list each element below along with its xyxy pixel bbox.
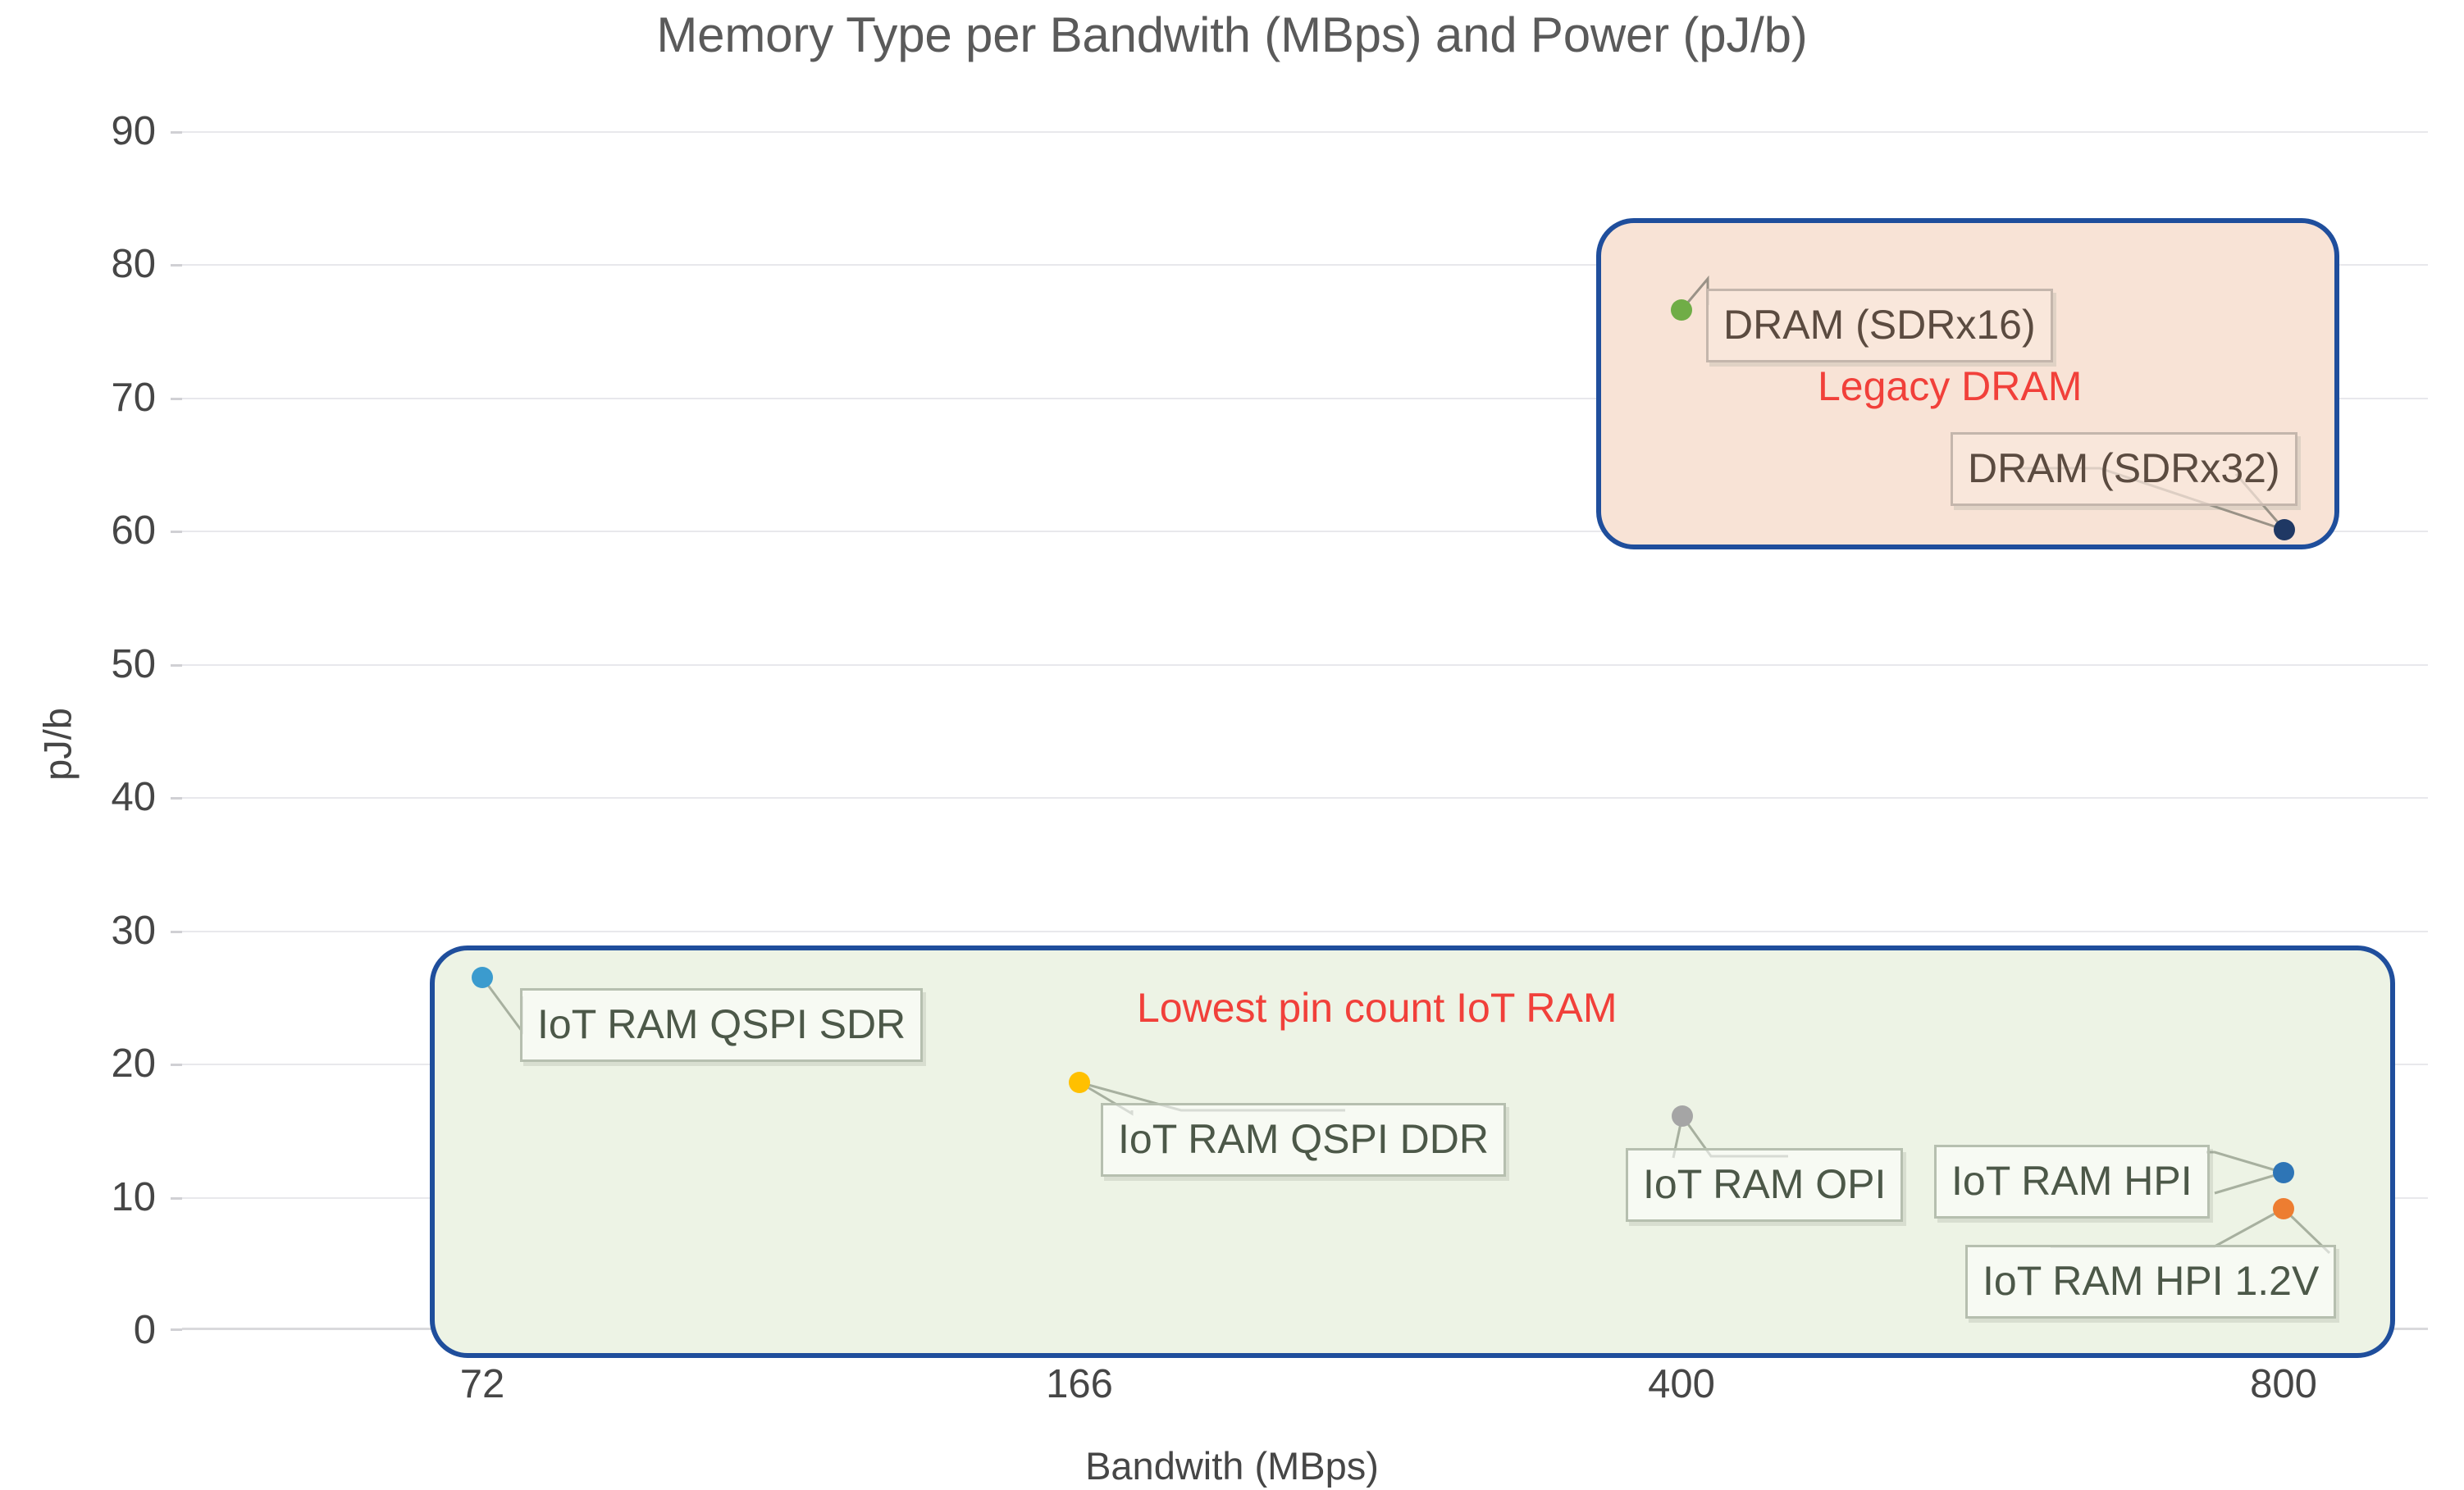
y-tick-mark-30: [171, 931, 182, 933]
x-tick-166: 166: [1046, 1362, 1113, 1406]
gridline-50: [182, 664, 2428, 666]
label-dram-sdrx16[interactable]: DRAM (SDRx16): [1706, 289, 2053, 362]
y-tick-10: 10: [111, 1175, 156, 1219]
gridline-60: [182, 531, 2428, 532]
y-tick-80: 80: [111, 242, 156, 286]
data-point-iot-ram-opi[interactable]: [1672, 1105, 1693, 1127]
y-tick-mark-80: [171, 264, 182, 267]
gridline-70: [182, 398, 2428, 399]
y-tick-0: 0: [133, 1308, 156, 1352]
gridline-40: [182, 797, 2428, 799]
y-tick-30: 30: [111, 909, 156, 953]
y-tick-mark-40: [171, 797, 182, 800]
annotation-lowest-pin-count: Lowest pin count IoT RAM: [1137, 985, 1618, 1031]
y-tick-mark-10: [171, 1197, 182, 1200]
y-tick-mark-60: [171, 531, 182, 533]
y-tick-90: 90: [111, 109, 156, 153]
label-dram-sdrx32[interactable]: DRAM (SDRx32): [1951, 432, 2297, 506]
label-iot-ram-opi[interactable]: IoT RAM OPI: [1626, 1148, 1904, 1222]
gridline-80: [182, 264, 2428, 266]
annotation-legacy-dram: Legacy DRAM: [1818, 363, 2083, 409]
label-iot-ram-hpi[interactable]: IoT RAM HPI: [1934, 1145, 2210, 1219]
y-tick-60: 60: [111, 508, 156, 553]
data-point-iot-ram-qspi-ddr[interactable]: [1069, 1072, 1090, 1093]
gridline-30: [182, 931, 2428, 932]
y-tick-mark-90: [171, 131, 182, 134]
chart-title: Memory Type per Bandwith (MBps) and Powe…: [656, 7, 1808, 62]
data-point-iot-ram-hpi[interactable]: [2273, 1162, 2294, 1183]
y-tick-mark-0: [171, 1328, 182, 1331]
y-tick-70: 70: [111, 376, 156, 420]
y-axis-title: pJ/b: [35, 708, 80, 781]
y-tick-20: 20: [111, 1041, 156, 1086]
data-point-dram-sdrx16[interactable]: [1671, 299, 1692, 321]
label-iot-ram-qspi-sdr[interactable]: IoT RAM QSPI SDR: [520, 988, 924, 1062]
label-iot-ram-qspi-ddr[interactable]: IoT RAM QSPI DDR: [1101, 1103, 1506, 1177]
y-tick-mark-50: [171, 664, 182, 667]
data-point-dram-sdrx32[interactable]: [2274, 519, 2295, 540]
data-point-iot-ram-hpi-12v[interactable]: [2273, 1198, 2294, 1219]
x-axis-title: Bandwith (MBps): [1085, 1444, 1379, 1488]
y-tick-mark-70: [171, 398, 182, 400]
x-tick-72: 72: [459, 1362, 505, 1406]
label-iot-ram-hpi-12v[interactable]: IoT RAM HPI 1.2V: [1965, 1245, 2337, 1319]
gridline-90: [182, 131, 2428, 133]
x-tick-800: 800: [2250, 1362, 2317, 1406]
data-point-iot-ram-qspi-sdr[interactable]: [472, 967, 493, 988]
y-tick-mark-20: [171, 1064, 182, 1066]
x-tick-400: 400: [1648, 1362, 1715, 1406]
